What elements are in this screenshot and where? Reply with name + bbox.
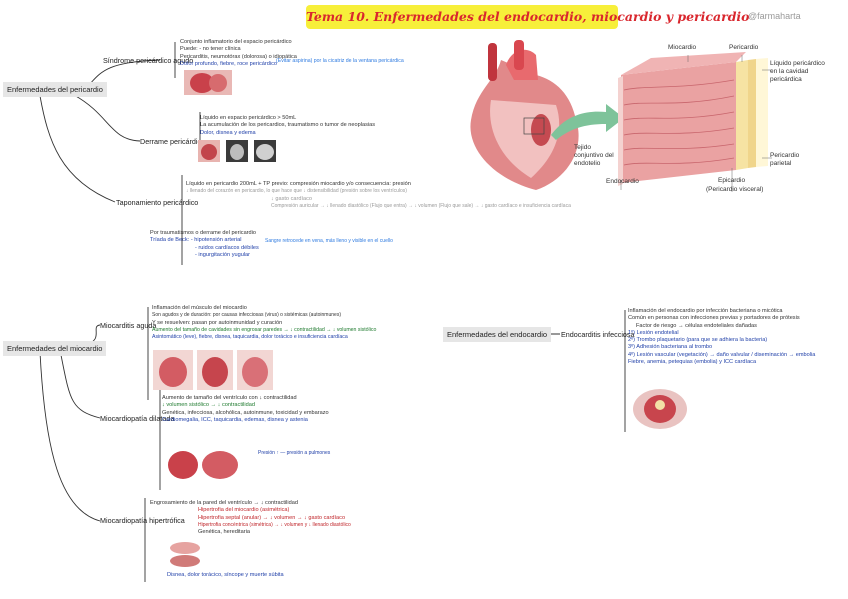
hipertrofica-illustration [165,540,215,568]
note-hipertrofica-sintomas: Disnea, dolor torácico, síncope y muerte… [167,572,284,578]
notes-sindrome: Conjunto inflamatorio del espacio pericá… [180,39,297,67]
notes-derrame: Líquido en espacio pericárdico > 50mL La… [200,115,376,136]
root-enfermedades-endocardio: Enfermedades del endocardio [443,327,552,342]
label-liquido-pericardico: Líquido pericárdico en la cavidad pericá… [770,60,825,83]
label-pericardio-parietal: Pericardio parietal [770,152,800,167]
xray-illustration [198,140,278,162]
branch-miocarditis-aguda: Miocarditis aguda [100,321,157,330]
endocarditis-illustration [630,385,690,430]
branch-sindrome-pericardico-agudo: Síndrome pericárdico agudo [103,56,194,65]
notes-miocarditis: Inflamación del músculo del miocardio So… [152,305,377,341]
branch-derrame-pericardico: Derrame pericárdico [140,137,206,146]
notes-endocarditis: Inflamación del endocardio por infección… [628,308,816,366]
note-presion: Presión ↑ — presión a pulmones [258,450,331,456]
myocardium-tissue [618,52,768,186]
note-evitar-aspirina: (Evitar aspirina) por la cicatriz de la … [276,58,404,64]
author-handle: @farmaharta [748,11,801,21]
branch-miocardiopatia-dilatada: Miocardiopatía dilatada [100,414,175,423]
root-enfermedades-pericardio: Enfermedades del pericardio [3,82,107,97]
label-pericardio-visceral: (Pericardio visceral) [706,186,764,193]
miocarditis-illustration [153,350,273,390]
branch-miocardiopatia-hipertrofica: Miocardiopatía hipertrófica [100,516,185,525]
root-enfermedades-miocardio: Enfermedades del miocardio [3,341,107,356]
heart-wall-diagram: Miocardio Pericardio Líquido pericárdico… [456,40,848,195]
notes-triada-beck: Por traumatismos o derrame del pericardi… [150,230,259,258]
label-endocardio: Endocardio [606,178,639,185]
note-sangre-vena: Sangre retrocede en vena, más lleno y vi… [265,238,393,244]
dilatada-illustration [165,450,245,480]
branch-endocarditis-infecciosa: Endocarditis infecciosa [561,330,635,339]
branch-taponamiento-pericardico: Taponamiento pericárdico [116,198,199,207]
notes-hipertrofica: Engrosamiento de la pared del ventrículo… [150,500,351,536]
label-miocardio: Miocardio [668,44,697,51]
heart-illustration [184,70,232,95]
label-tejido-conjuntivo: Tejido conjuntivo del endotelio [574,144,614,167]
notes-dilatada: Aumento de tamaño del ventrículo con ↓ c… [162,395,329,423]
notes-taponamiento: Líquido en pericardio 200mL + TP previo:… [186,181,571,209]
label-epicardio: Epicardio [718,177,746,184]
label-pericardio: Pericardio [729,44,759,51]
heart-anatomy [470,40,579,190]
